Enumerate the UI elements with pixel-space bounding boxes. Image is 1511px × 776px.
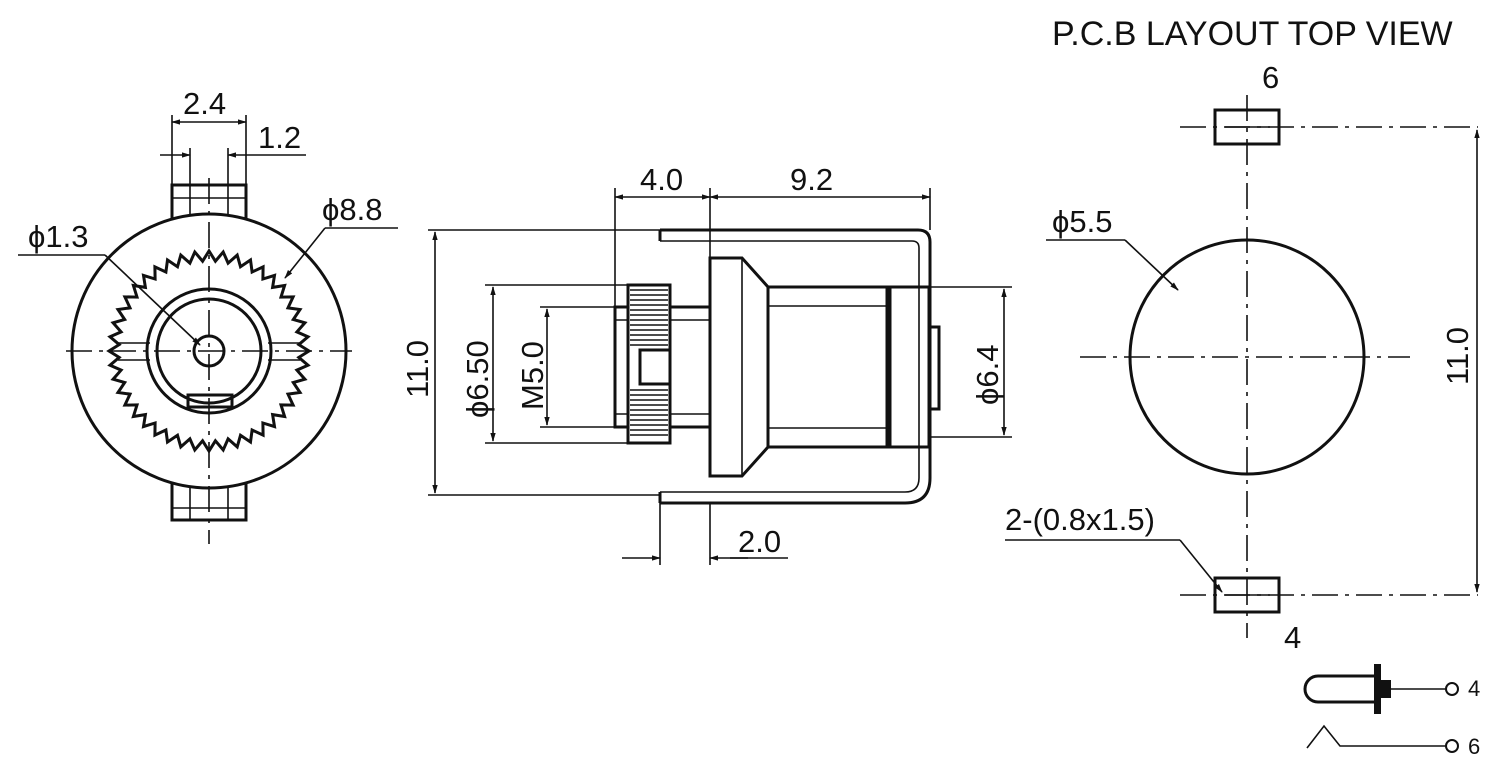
side-pin-offset-dim: 2.0: [738, 524, 781, 559]
schematic-pin-6: 6: [1468, 734, 1480, 759]
side-body-dia-dim: ϕ6.4: [970, 345, 1005, 405]
side-nut-dia-dim: ϕ6.50: [460, 340, 495, 418]
pcb-hole: [1128, 238, 1366, 476]
pcb-layout-view: 6 4 ϕ5.5 2-(0.8x1.5) 11.0: [1005, 60, 1480, 655]
pcb-pad-size-dim: 2-(0.8x1.5): [1005, 502, 1155, 537]
pad-label-6: 6: [1262, 60, 1279, 95]
front-width-dim: 2.4: [183, 86, 226, 121]
pcb-height-dim: 11.0: [1440, 327, 1475, 385]
pad-label-4: 4: [1284, 620, 1301, 655]
side-length-b-dim: 9.2: [790, 162, 833, 197]
side-length-a-dim: 4.0: [640, 162, 683, 197]
pcb-pad-4: [1213, 576, 1281, 614]
front-hole-dim: ϕ1.3: [28, 219, 88, 254]
front-slot-dim: 1.2: [258, 120, 301, 155]
pcb-layout-title: P.C.B LAYOUT TOP VIEW: [1052, 15, 1453, 53]
side-height-dim: 11.0: [400, 340, 435, 398]
front-view: 2.4 1.2 ϕ1.3 ϕ8.8: [18, 86, 398, 544]
pcb-pad-6: [1213, 108, 1281, 146]
front-outer-dim: ϕ8.8: [322, 192, 382, 227]
side-view: 4.0 9.2 11.0 ϕ6.50 M5.0 ϕ6.4 2.0: [400, 162, 1012, 565]
side-thread-dim: M5.0: [515, 341, 550, 410]
jack-schematic: 4 6: [1303, 664, 1480, 759]
knurled-nut-outline: [106, 248, 312, 454]
pcb-hole-dim: ϕ5.5: [1052, 204, 1112, 239]
schematic-pin-4: 4: [1468, 676, 1480, 701]
